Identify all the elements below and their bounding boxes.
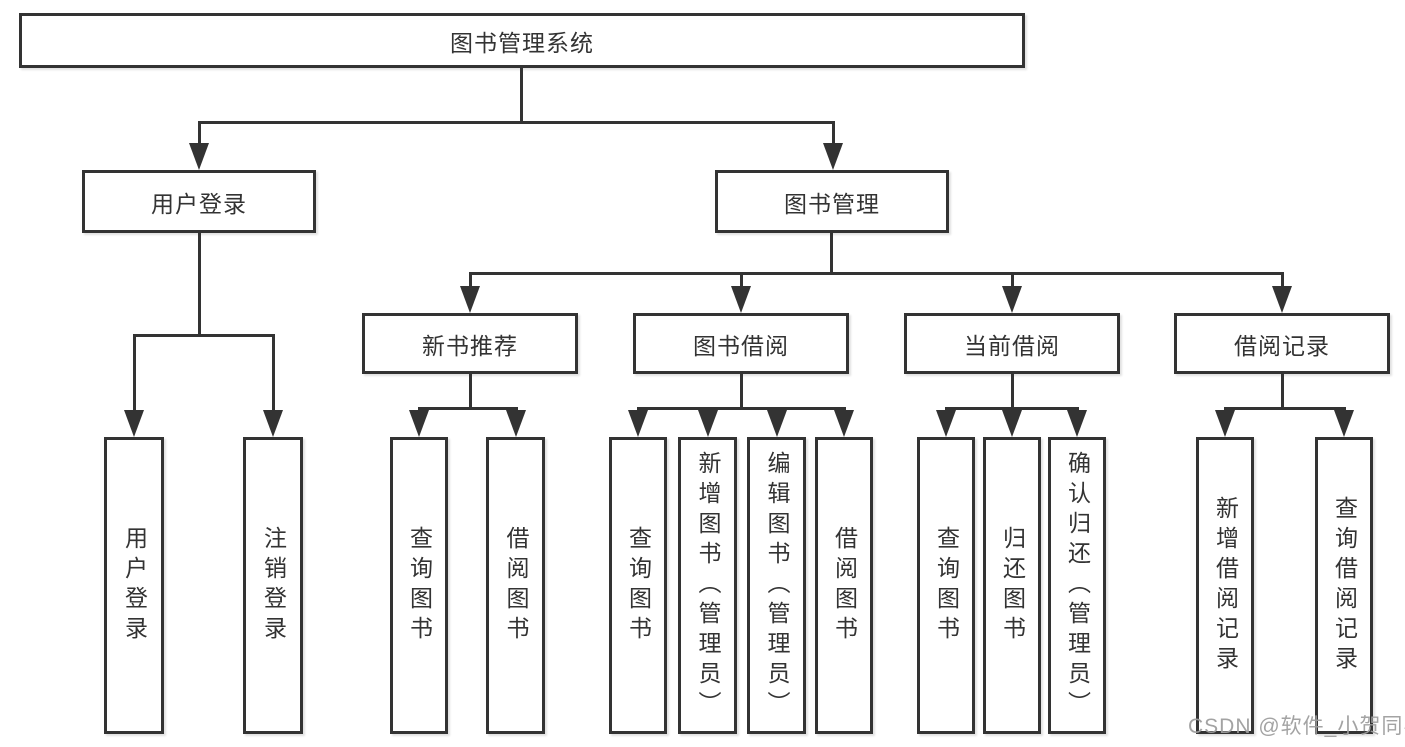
arrow-down-icon	[1002, 410, 1022, 437]
leaf-query-books-recommend: 查询图书	[390, 437, 448, 734]
arrow-down-icon	[834, 410, 854, 437]
leaf-label: 归还图书	[999, 525, 1026, 646]
node-current-borrow: 当前借阅	[904, 313, 1120, 374]
leaf-label: 新增图书（管理员）	[695, 450, 721, 721]
connector-book-borrow-vertical	[740, 373, 743, 410]
connector-records-horizontal	[1224, 407, 1346, 410]
connector-stub	[272, 334, 275, 412]
connector-root-vertical	[520, 68, 523, 123]
leaf-label: 确认归还（管理员）	[1064, 450, 1091, 721]
arrow-down-icon	[767, 410, 787, 437]
csdn-watermark: CSDN @软件_小贺同学	[1188, 715, 1405, 738]
arrow-down-icon	[1215, 410, 1235, 437]
node-label: 用户登录	[151, 190, 247, 217]
node-new-book-recommend: 新书推荐	[362, 313, 578, 374]
leaf-label: 查询借阅记录	[1331, 495, 1358, 676]
connector-stub	[1281, 272, 1284, 290]
connector-stub	[832, 121, 835, 146]
arrow-down-icon	[263, 410, 283, 437]
connector-stub	[133, 334, 136, 412]
connector-book-mgmt-horizontal	[469, 272, 1284, 275]
connector-stub	[1011, 272, 1014, 290]
leaf-query-books-current: 查询图书	[917, 437, 975, 734]
arrow-down-icon	[124, 410, 144, 437]
connector-records-vertical	[1281, 373, 1284, 410]
connector-stub	[740, 272, 743, 290]
node-label: 当前借阅	[964, 332, 1060, 359]
arrow-down-icon	[189, 143, 209, 170]
arrow-down-icon	[628, 410, 648, 437]
node-borrow-records: 借阅记录	[1174, 313, 1390, 374]
connector-current-borrow-vertical	[1011, 373, 1014, 410]
node-label: 图书借阅	[693, 332, 789, 359]
connector-book-mgmt-vertical	[830, 232, 833, 275]
arrow-down-icon	[731, 286, 751, 313]
connector-user-login-vertical	[198, 232, 201, 337]
connector-user-login-horizontal	[133, 334, 275, 337]
leaf-label: 用户登录	[121, 525, 148, 646]
leaf-label: 借阅图书	[831, 525, 858, 646]
node-label: 新书推荐	[422, 332, 518, 359]
node-label: 借阅记录	[1234, 332, 1330, 359]
node-user-login: 用户登录	[82, 170, 316, 233]
leaf-label: 查询图书	[625, 525, 652, 646]
arrow-down-icon	[1067, 410, 1087, 437]
leaf-label: 查询图书	[406, 525, 433, 646]
connector-new-book-horizontal	[418, 407, 518, 410]
connector-current-borrow-horizontal	[945, 407, 1079, 410]
arrow-down-icon	[1334, 410, 1354, 437]
connector-stub	[198, 121, 201, 146]
arrow-down-icon	[936, 410, 956, 437]
leaf-query-borrow-record: 查询借阅记录	[1315, 437, 1373, 734]
leaf-logout-login: 注销登录	[243, 437, 303, 734]
leaf-user-login: 用户登录	[104, 437, 164, 734]
leaf-confirm-return-admin: 确认归还（管理员）	[1048, 437, 1106, 734]
connector-new-book-vertical	[469, 373, 472, 410]
node-library-management-system: 图书管理系统	[19, 13, 1025, 68]
leaf-query-books-borrow: 查询图书	[609, 437, 667, 734]
connector-book-borrow-horizontal	[637, 407, 846, 410]
arrow-down-icon	[823, 143, 843, 170]
leaf-borrow-books-recommend: 借阅图书	[486, 437, 545, 734]
node-book-management: 图书管理	[715, 170, 949, 233]
arrow-down-icon	[1272, 286, 1292, 313]
leaf-edit-books-admin: 编辑图书（管理员）	[747, 437, 806, 734]
leaf-label: 编辑图书（管理员）	[764, 450, 790, 721]
arrow-down-icon	[698, 410, 718, 437]
node-label: 图书管理	[784, 190, 880, 217]
leaf-borrow-books: 借阅图书	[815, 437, 873, 734]
connector-root-horizontal	[198, 121, 835, 124]
node-label: 图书管理系统	[450, 29, 594, 56]
arrow-down-icon	[506, 410, 526, 437]
leaf-add-borrow-record: 新增借阅记录	[1196, 437, 1254, 734]
leaf-label: 注销登录	[260, 525, 287, 646]
arrow-down-icon	[409, 410, 429, 437]
leaf-label: 借阅图书	[503, 525, 529, 646]
connector-stub	[469, 272, 472, 290]
leaf-add-books-admin: 新增图书（管理员）	[678, 437, 737, 734]
leaf-return-books: 归还图书	[983, 437, 1041, 734]
arrow-down-icon	[460, 286, 480, 313]
arrow-down-icon	[1002, 286, 1022, 313]
leaf-label: 新增借阅记录	[1212, 495, 1239, 676]
node-book-borrow: 图书借阅	[633, 313, 849, 374]
leaf-label: 查询图书	[933, 525, 960, 646]
